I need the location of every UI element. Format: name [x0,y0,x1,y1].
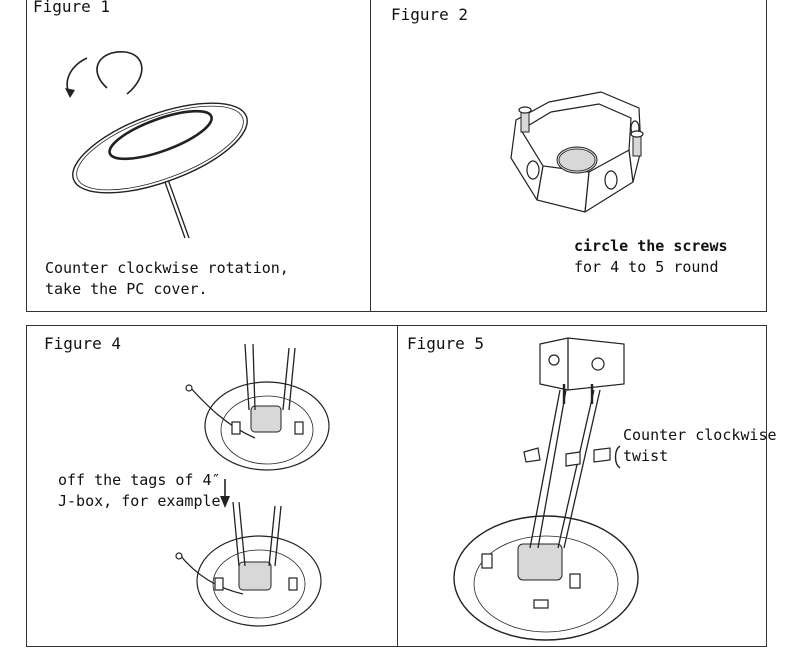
figure-2-drawing [510,91,644,213]
screw-left [518,106,532,133]
figure-5-caption-line-2: twist [623,447,669,465]
figure-4-drawing [175,343,330,627]
fixture-top [185,343,330,471]
figure-4-panel: Figure 4 off the tags of 4″ J-box, for e… [26,325,398,647]
figure-2-panel: Figure 2 circle the screws for 4 to 5 ro… [370,0,767,312]
figure-1-drawing [65,51,248,239]
figure-4-title: Figure 4 [44,334,122,353]
figure-1-caption-line-2: take the PC cover. [45,280,208,298]
figure-5-caption-line-1: Counter clockwise [623,426,777,444]
figure-5-title: Figure 5 [407,334,485,353]
pc-cover-disc [72,102,248,194]
figure-2-caption-line-1: circle the screws [574,237,728,255]
down-arrow-icon [220,479,230,508]
figure-5-panel: Figure 5 Counter clockwise twist [397,325,777,647]
figure-4-caption-line-2: J-box, for example [58,492,221,510]
figure-2-caption: circle the screws for 4 to 5 round [574,236,728,278]
twist-arrow-icon [614,445,621,469]
figure-1-caption: Counter clockwise rotation, take the PC … [45,258,289,300]
figure-2-title: Figure 2 [391,5,469,24]
fixture-with-box [453,337,639,641]
counter-clockwise-arrow-icon [65,51,143,98]
screw-right [630,130,644,157]
figure-1-panel: Figure 1 Counter clockwise rotation, tak… [26,0,371,312]
figure-1-caption-line-1: Counter clockwise rotation, [45,259,289,277]
octagonal-junction-box [510,91,644,213]
figure-5-drawing [453,337,639,641]
figure-4-caption-line-1: off the tags of 4″ [58,471,221,489]
figure-5-caption: Counter clockwise twist [623,425,777,467]
figure-4-caption: off the tags of 4″ J-box, for example [58,470,221,512]
figure-1-title: Figure 1 [33,0,111,16]
figure-2-caption-line-2: for 4 to 5 round [574,258,719,276]
fixture-bottom [175,501,322,627]
